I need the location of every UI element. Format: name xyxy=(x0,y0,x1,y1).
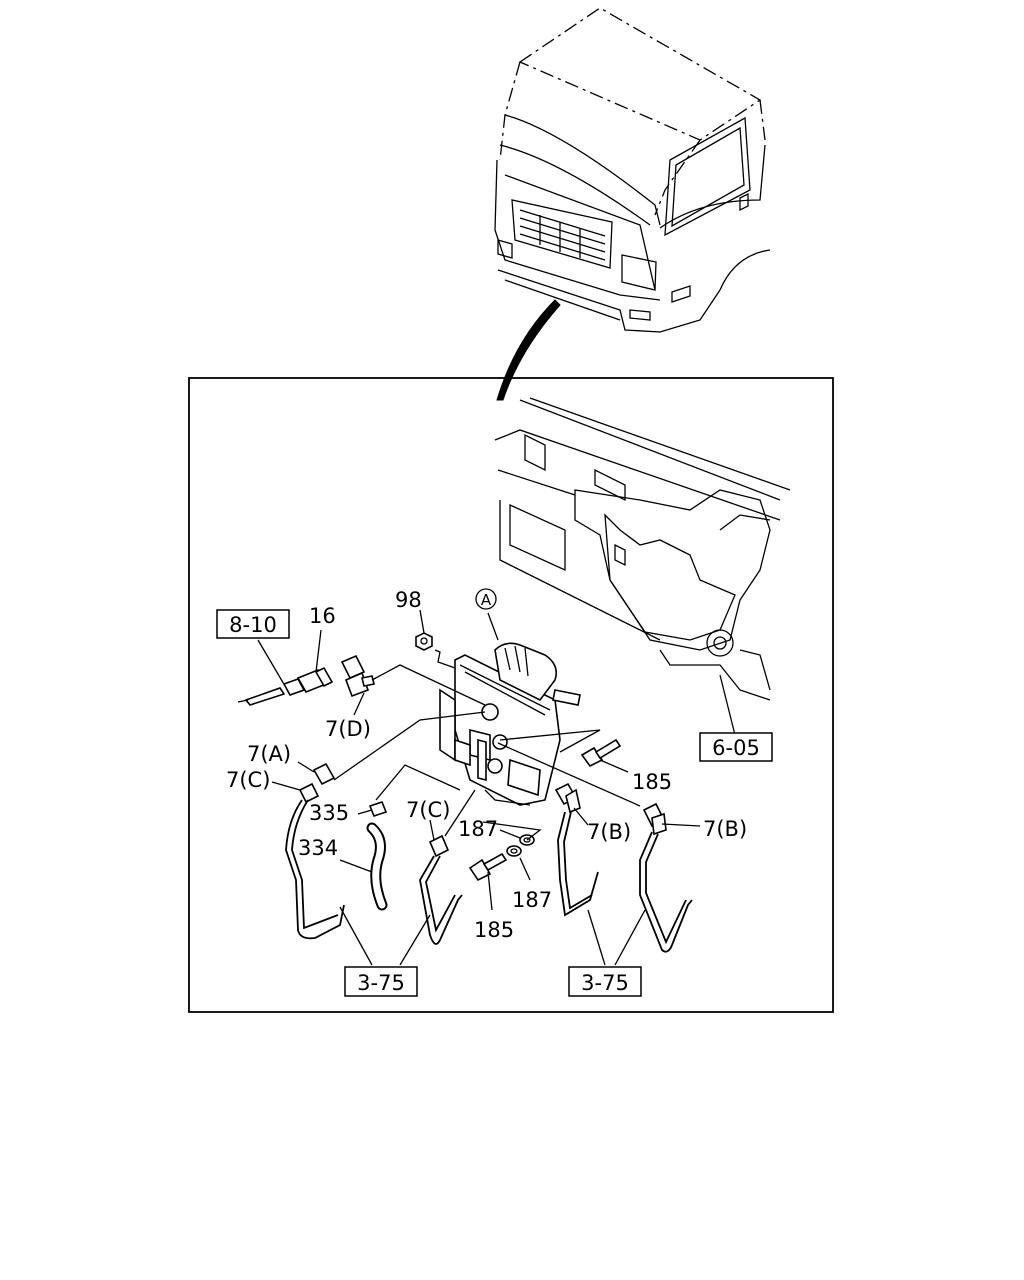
part-7a-fitting xyxy=(312,762,336,786)
ref-box-6-05-label: 6-05 xyxy=(712,736,760,760)
label-7a: 7(A) xyxy=(247,742,291,766)
callout-labels: A 98 16 7(D) 7(A) 7(C) 335 334 7(C) 187 … xyxy=(226,588,747,942)
part-185-bolt-right xyxy=(580,738,622,768)
part-334-hose xyxy=(366,822,388,911)
part-16-switch xyxy=(282,666,334,696)
part-98-nut xyxy=(415,632,433,651)
truck-cab-illustration xyxy=(494,7,771,401)
label-7d: 7(D) xyxy=(325,717,371,741)
part-8-10-sensor xyxy=(237,687,286,706)
ref-box-8-10[interactable]: 8-10 xyxy=(216,609,290,639)
reference-boxes: 8-10 6-05 3-75 3-75 xyxy=(216,609,773,997)
detail-frame xyxy=(188,377,834,1013)
detail-a-marker xyxy=(475,588,497,610)
part-7c-mid-fitting xyxy=(428,834,450,858)
label-185-right: 185 xyxy=(632,770,672,794)
label-335: 335 xyxy=(309,801,349,825)
valve-assembly xyxy=(439,642,581,806)
label-334: 334 xyxy=(298,836,338,860)
ref-box-3-75-left-label: 3-75 xyxy=(357,971,405,995)
label-98: 98 xyxy=(395,588,422,612)
ref-box-3-75-left[interactable]: 3-75 xyxy=(344,966,418,997)
part-7d-elbow xyxy=(340,654,375,698)
part-7c-left-fitting xyxy=(298,782,320,804)
pipes xyxy=(285,799,693,953)
label-185-bottom: 185 xyxy=(474,918,514,942)
label-16: 16 xyxy=(309,604,336,628)
part-7b-right-elbow xyxy=(642,802,667,836)
label-7b-mid: 7(B) xyxy=(587,820,631,844)
ref-box-8-10-label: 8-10 xyxy=(229,613,277,637)
label-187-bottom: 187 xyxy=(512,888,552,912)
part-185-bolt-bottom xyxy=(468,852,508,882)
ref-box-3-75-right[interactable]: 3-75 xyxy=(568,966,642,997)
body-panel-illustration xyxy=(494,397,791,701)
label-7b-right: 7(B) xyxy=(703,817,747,841)
label-7c-mid: 7(C) xyxy=(406,798,450,822)
part-7b-mid-elbow xyxy=(554,782,581,814)
ref-box-6-05[interactable]: 6-05 xyxy=(699,732,773,762)
part-335-clip xyxy=(368,801,388,817)
label-7c-left: 7(C) xyxy=(226,768,270,792)
part-187-washer-bottom xyxy=(506,845,522,857)
ref-box-3-75-right-label: 3-75 xyxy=(581,971,629,995)
detail-a-label: A xyxy=(481,591,492,609)
leader-lines xyxy=(257,609,736,966)
label-187-top: 187 xyxy=(458,817,498,841)
